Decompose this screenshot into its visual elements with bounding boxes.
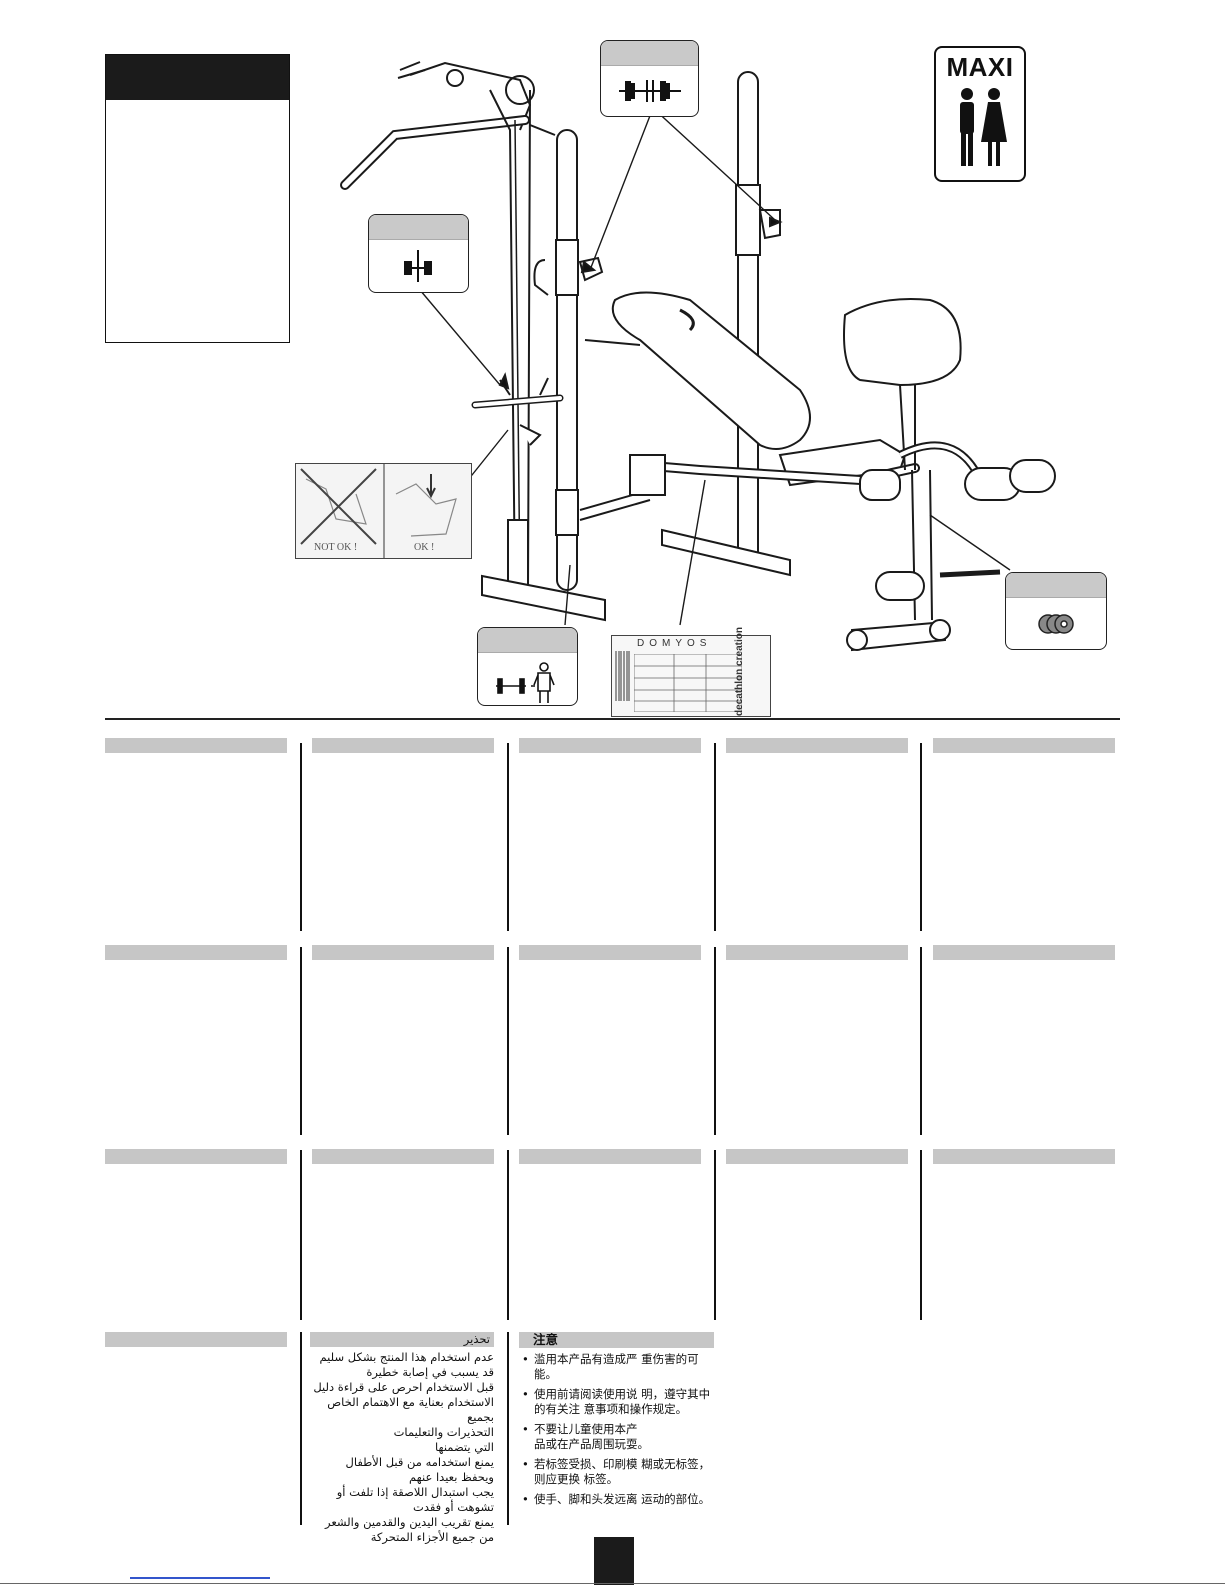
language-panel-header [106,55,289,100]
column-header-r1-c4 [726,738,908,753]
column-header-r3-c5 [933,1149,1115,1164]
list-item: • 若标签受损、印刷模 糊或无标签， 则应更换 标签。 [519,1457,714,1487]
chinese-line: 滥用本产品有造成严 重伤害的可能。 [534,1352,699,1381]
arabic-warning-title: تحذير [310,1332,494,1347]
column-separator [300,947,302,1135]
arabic-line: من جميع الأجزاء المتحركة [370,1530,494,1544]
arabic-line: قبل الاستخدام احرص على قراءة دليل [313,1380,494,1394]
arabic-line: عدم استخدام هذا المنتج بشكل سليم [319,1350,494,1364]
column-header-r3-c2 [312,1149,494,1164]
column-header-r3-c1 [105,1149,287,1164]
section-divider [105,718,1120,720]
chinese-line: 的有关注 意事项和操作规定。 [534,1402,688,1416]
column-separator [507,947,509,1135]
column-header-r2-c2 [312,945,494,960]
ok-caption: OK ! [414,542,435,553]
column-separator [507,1150,509,1320]
weight-bench-illustration [340,61,1056,652]
male-female-icon [960,88,1007,166]
weight-peg-icon-box [368,214,469,293]
column-header-r2-c4 [726,945,908,960]
chinese-warning-list: • 滥用本产品有造成严 重伤害的可能。 • 使用前请阅读使用说 明，遵守其中 的… [519,1352,714,1507]
arabic-line: التحذيرات والتعليمات [393,1425,494,1439]
column-separator [920,743,922,931]
column-header-r1-c2 [312,738,494,753]
chinese-line: 不要让儿童使用本产 [534,1422,638,1436]
column-separator [920,947,922,1135]
chinese-warning-section: 注意 • 滥用本产品有造成严 重伤害的可能。 • 使用前请阅读使用说 明，遵守其… [519,1332,714,1512]
list-item: • 滥用本产品有造成严 重伤害的可能。 [519,1352,714,1382]
column-header-r1-c3 [519,738,701,753]
column-separator [714,947,716,1135]
weight-peg-icon [404,250,432,282]
arabic-line: ويحفظ بعيدا عنهم [409,1470,494,1484]
arabic-line: التي يتضمنها [435,1440,494,1454]
column-header-r3-c3 [519,1149,701,1164]
product-label-image: DOMYOS decathlon creation [611,627,771,717]
column-header-r2-c3 [519,945,701,960]
column-separator [714,743,716,931]
arabic-line: يجب استبدال اللاصقة إذا تلفت أو [336,1485,494,1499]
weight-plates-icon [1038,614,1074,634]
barbell-icon [619,80,681,102]
column-header-r4-c1 [105,1332,287,1347]
column-separator [300,1150,302,1320]
column-separator [507,743,509,931]
chinese-line: 则应更换 标签。 [534,1472,619,1486]
icon-box-header [1006,573,1106,598]
bullet: • [522,1352,529,1366]
chinese-line: 使用前请阅读使用说 明，遵守其中 [534,1387,711,1401]
label-side-text: decathlon creation [734,627,746,716]
arabic-line: يمنع استخدامه من قبل الأطفال [345,1455,494,1469]
warning-sketch [300,464,457,558]
label-barcode [615,651,630,701]
icon-box-header [478,628,577,653]
icon-box-header [369,215,468,240]
chinese-warning-title: 注意 [519,1332,714,1348]
language-panel [105,54,290,343]
list-item: • 不要让儿童使用本产 品或在产品周围玩耍。 [519,1422,714,1452]
chinese-line: 使手、脚和头发远离 运动的部位。 [534,1492,711,1506]
column-separator [714,1150,716,1320]
maxi-users-box: MAXI [934,46,1026,182]
column-separator [920,1150,922,1320]
arabic-line: يمنع تقريب اليدين والقدمين والشعر [325,1515,494,1529]
arabic-warning-section: تحذير عدم استخدام هذا المنتج بشكل سليم ق… [310,1332,494,1545]
usage-warning-image: NOT OK ! OK ! [295,463,472,559]
column-header-r2-c1 [105,945,287,960]
label-brand: DOMYOS [637,638,712,649]
column-header-r2-c5 [933,945,1115,960]
column-separator [507,1332,509,1525]
page-number-tab [594,1537,634,1585]
barbell-rack-icon-box [600,40,699,117]
footer-rule [0,1583,1225,1584]
bullet: • [522,1387,529,1401]
weight-plates-icon-box [1005,572,1107,650]
maxi-label: MAXI [946,52,1014,82]
list-item: • 使手、脚和头发远离 运动的部位。 [519,1492,714,1507]
list-item: • 使用前请阅读使用说 明，遵守其中 的有关注 意事项和操作规定。 [519,1387,714,1417]
footer-link-underline[interactable] [130,1577,270,1579]
column-separator [300,1332,302,1525]
load-limit-icon-box [477,627,578,706]
chinese-line: 若标签受损、印刷模 糊或无标签， [534,1457,711,1471]
column-header-r1-c1 [105,738,287,753]
chinese-line: 品或在产品周围玩耍。 [534,1437,649,1451]
bullet: • [522,1492,529,1506]
arabic-line: قد يسبب في إصابة خطيرة [366,1365,494,1379]
column-header-r1-c5 [933,738,1115,753]
not-ok-caption: NOT OK ! [314,542,358,553]
column-header-r3-c4 [726,1149,908,1164]
icon-box-header [601,41,698,66]
bullet: • [522,1422,529,1436]
label-table [634,654,742,712]
barbell-person-icon [496,662,555,703]
column-separator [300,743,302,931]
arabic-line: تشوهت أو فقدت [413,1500,494,1514]
arabic-line: الاستخدام بعناية مع الاهتمام الخاص بجميع [327,1395,494,1424]
bullet: • [522,1457,529,1471]
